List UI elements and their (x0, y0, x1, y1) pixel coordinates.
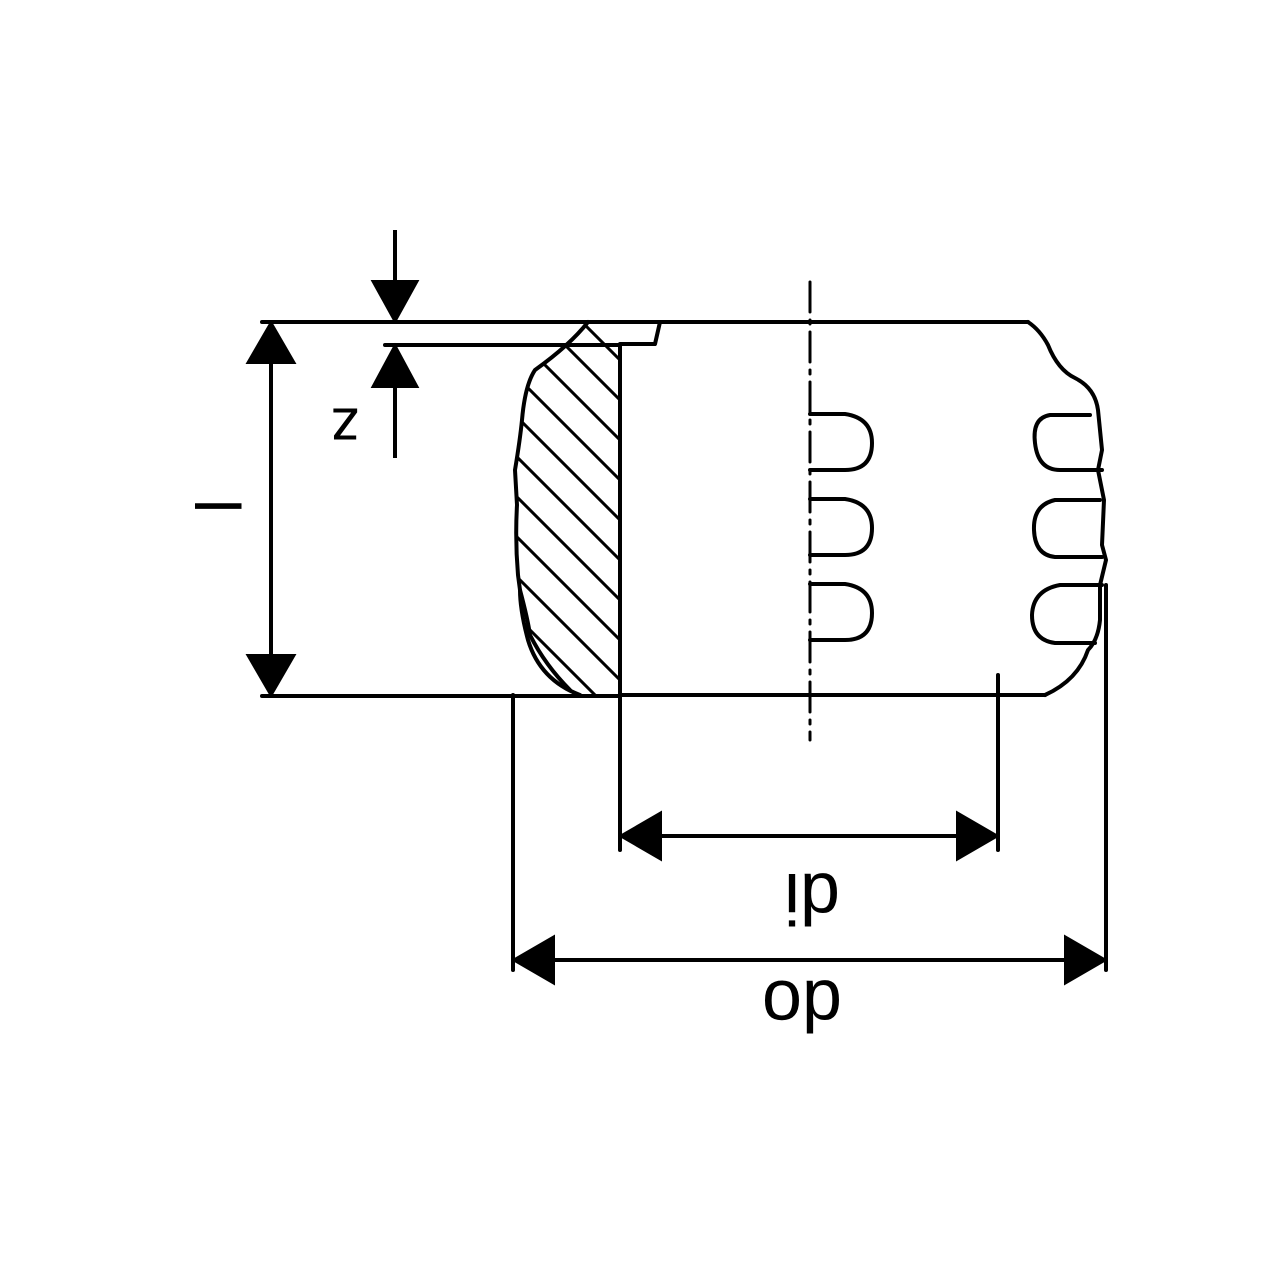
label-z: z (331, 396, 360, 461)
center-groove-2 (808, 497, 874, 557)
label-di: di (784, 858, 840, 938)
label-do: do (762, 965, 842, 1045)
chamfer (586, 320, 662, 346)
dimension-l (245, 320, 297, 698)
right-groove-1 (1032, 413, 1104, 472)
right-groove-3 (1030, 583, 1104, 645)
left-section-contour (513, 320, 590, 697)
dimension-do (511, 934, 1108, 986)
right-groove-2 (1031, 498, 1104, 559)
section-hatching (515, 322, 660, 695)
center-groove-1 (808, 412, 874, 472)
left-groove-line (518, 588, 572, 692)
right-outer-contour (1026, 320, 1108, 697)
label-l: l (181, 499, 253, 513)
dimension-z (370, 230, 420, 458)
center-groove-3 (808, 582, 874, 642)
dimension-di (618, 810, 1000, 862)
